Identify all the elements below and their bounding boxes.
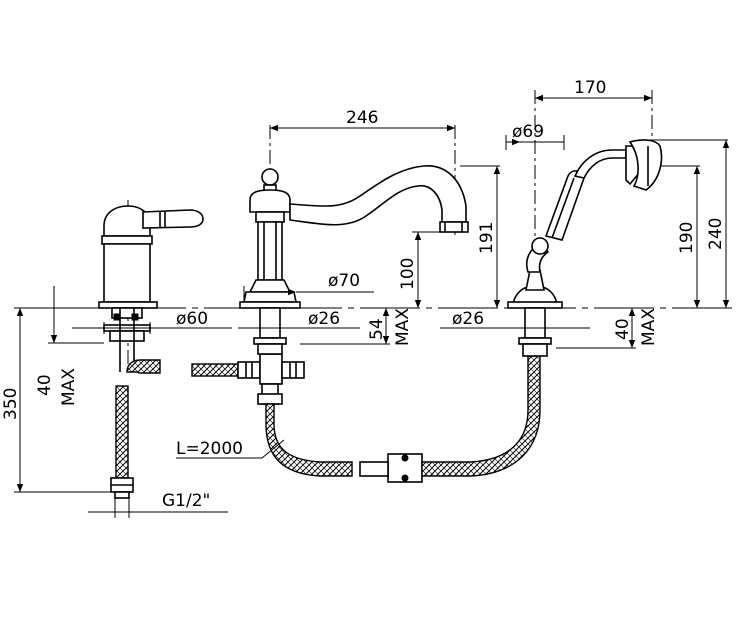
supply-hose (110, 385, 134, 499)
dimension-labels: 246 170 ø69 191 100 ø70 190 240 ø60 ø26 … (1, 78, 726, 511)
dimension-lines (14, 94, 730, 518)
centre-lines (127, 90, 653, 400)
spout (239, 165, 469, 405)
label-spout-outlet-height: 100 (398, 258, 418, 290)
label-deck-handshower: 40 (613, 318, 633, 340)
label-spout-reach: 246 (346, 108, 378, 128)
label-spout-base-dia: ø70 (328, 271, 360, 291)
label-handshower-height: 190 (677, 222, 697, 254)
label-spout-height: 191 (477, 222, 497, 254)
label-deck-handle: 40 (35, 374, 55, 396)
mixer-hose (126, 353, 305, 385)
label-deck-handshower-unit: MAX (639, 308, 659, 346)
label-handshower-shank-dia: ø26 (452, 309, 484, 329)
label-handshower-base-dia: ø69 (512, 122, 544, 142)
label-deck-handle-unit: MAX (59, 368, 79, 406)
label-spout-shank-dia: ø26 (308, 309, 340, 329)
label-deck-spout-unit: MAX (393, 308, 413, 346)
label-connection-thread: G1/2" (162, 491, 210, 511)
label-supply-length: 350 (1, 388, 21, 420)
label-handshower-total-height: 240 (706, 218, 726, 250)
label-deck-spout: 54 (367, 318, 387, 340)
label-handshower-reach: 170 (574, 78, 606, 98)
label-hose-length: L=2000 (176, 439, 243, 459)
lever-handle (98, 205, 204, 372)
handshower-hose (265, 355, 541, 483)
label-handle-base-dia: ø60 (176, 309, 208, 329)
